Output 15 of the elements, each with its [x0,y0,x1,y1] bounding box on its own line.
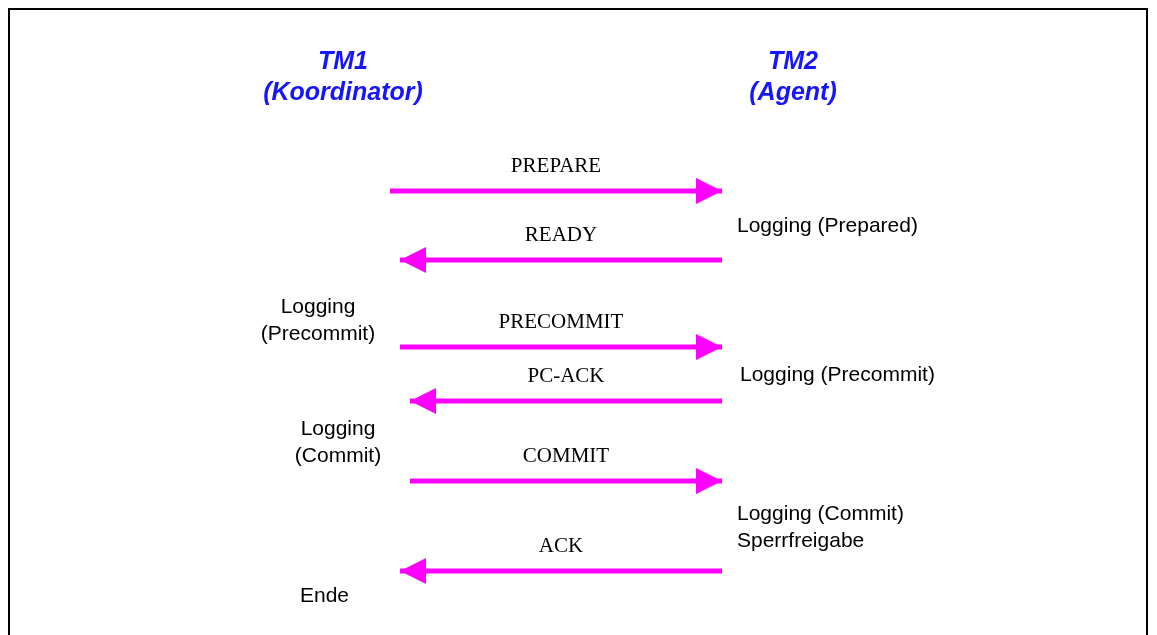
log-text: Sperrfreigabe [737,527,865,553]
log-text: Logging (Precommit) [259,293,377,346]
log-text: Logging (Commit) [293,415,383,468]
log-text: Logging (Prepared) [737,211,918,238]
participant-heading: TM2 (Agent) [748,45,838,107]
arrow [400,247,722,273]
arrow [410,388,722,414]
log-text: Logging (Precommit) [740,360,935,387]
arrow [400,558,722,584]
arrow [400,334,722,360]
end-label: Ende [300,582,350,608]
log-text: Logging (Commit) [737,500,904,526]
participant-heading: TM1 (Koordinator) [262,45,424,107]
arrow [410,468,722,494]
arrow [390,178,722,204]
